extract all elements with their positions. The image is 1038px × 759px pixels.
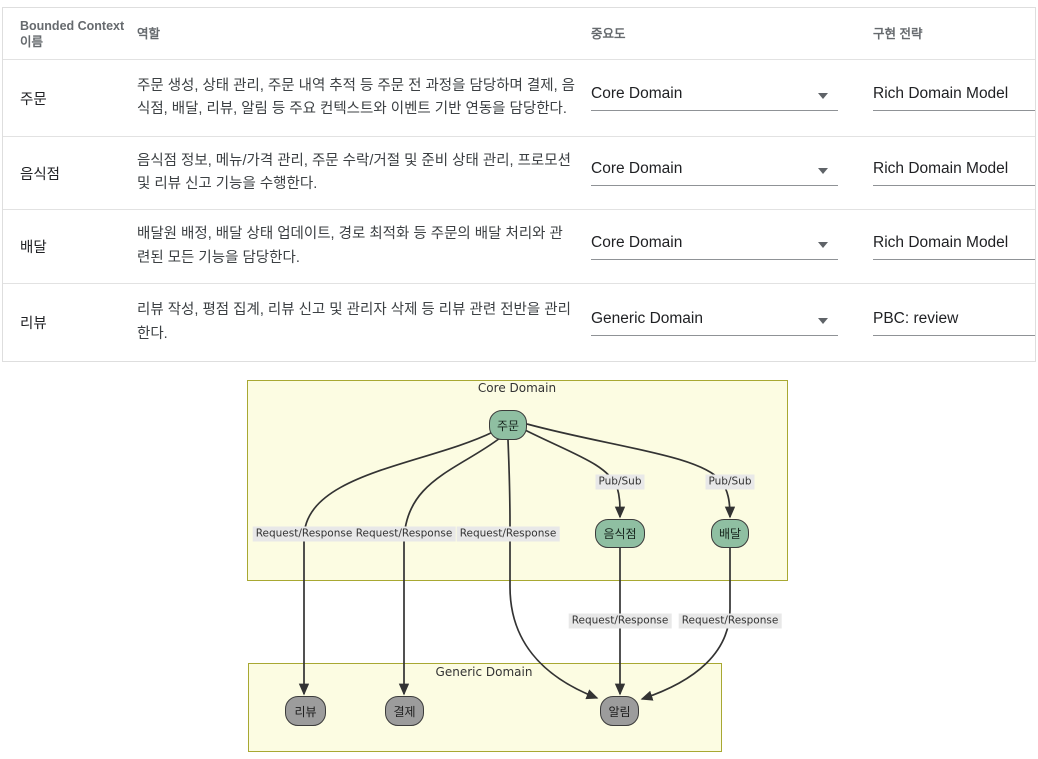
strategy-input[interactable]: Rich Domain Model <box>873 160 1035 186</box>
generic-domain-group <box>248 663 722 752</box>
importance-value: Core Domain <box>591 85 683 102</box>
node-order: 주문 <box>489 410 527 440</box>
edge-label-order-payment: Request/Response <box>352 526 456 542</box>
dropdown-arrow-icon <box>818 317 828 324</box>
edge-order-to-notification <box>507 439 599 700</box>
dropdown-arrow-icon <box>818 241 828 248</box>
edge-order-to-review <box>298 431 494 696</box>
strategy-input[interactable]: PBC: review <box>873 310 1035 336</box>
importance-cell: Generic Domain <box>591 310 873 336</box>
strategy-input[interactable]: Rich Domain Model <box>873 234 1035 260</box>
column-header-name: Bounded Context 이름 <box>20 18 125 49</box>
importance-value: Core Domain <box>591 160 683 177</box>
context-role-cell: 음식점 정보, 메뉴/가격 관리, 주문 수락/거절 및 준비 상태 관리, 프… <box>137 152 571 193</box>
importance-select[interactable]: Core Domain <box>591 160 838 186</box>
context-name-cell: 음식점 <box>20 166 61 183</box>
importance-cell: Core Domain <box>591 160 873 186</box>
importance-value: Core Domain <box>591 233 683 251</box>
edge-order-to-delivery <box>526 423 736 519</box>
generic-domain-label: Generic Domain <box>435 665 533 679</box>
edge-label-order-restaurant: Pub/Sub <box>595 474 645 490</box>
node-payment: 결제 <box>385 696 424 726</box>
strategy-cell: Rich Domain Model <box>873 234 1035 260</box>
importance-cell: Core Domain <box>591 234 873 260</box>
importance-select[interactable]: Core Domain <box>591 85 838 111</box>
context-name-cell: 주문 <box>20 91 47 108</box>
context-role-cell: 리뷰 작성, 평점 집계, 리뷰 신고 및 관리자 삭제 등 리뷰 관련 전반을… <box>137 302 571 342</box>
importance-value: Generic Domain <box>591 309 703 327</box>
node-review: 리뷰 <box>285 696 326 726</box>
bounded-context-table: Bounded Context 이름 역할 중요도 구현 전략 주문 주문 생성… <box>2 7 1036 362</box>
edge-label-order-review: Request/Response <box>252 526 356 542</box>
table-row: 배달 배달원 배정, 배달 상태 업데이트, 경로 최적화 등 주문의 배달 처… <box>3 209 1035 283</box>
edge-order-to-payment <box>398 437 501 696</box>
strategy-input[interactable]: Rich Domain Model <box>873 85 1035 111</box>
context-role-cell: 배달원 배정, 배달 상태 업데이트, 경로 최적화 등 주문의 배달 처리와 … <box>137 226 563 266</box>
table-row: 주문 주문 생성, 상태 관리, 주문 내역 추적 등 주문 전 과정을 담당하… <box>3 59 1035 136</box>
node-notification: 알림 <box>600 696 639 726</box>
node-delivery: 배달 <box>711 519 749 548</box>
table-row: 음식점 음식점 정보, 메뉴/가격 관리, 주문 수락/거절 및 준비 상태 관… <box>3 136 1035 209</box>
importance-select[interactable]: Core Domain <box>591 234 838 260</box>
core-domain-label: Core Domain <box>477 381 557 395</box>
edge-label-delivery-notification: Request/Response <box>678 613 782 629</box>
strategy-cell: PBC: review <box>873 310 1035 336</box>
domain-diagram: Core Domain Generic Domain 주문 음식점 배달 리뷰 … <box>0 375 1038 759</box>
column-header-role: 역할 <box>137 26 161 41</box>
table-header-row: Bounded Context 이름 역할 중요도 구현 전략 <box>3 8 1035 59</box>
context-role-cell: 주문 생성, 상태 관리, 주문 내역 추적 등 주문 전 과정을 담당하며 결… <box>137 77 575 118</box>
edge-label-order-delivery: Pub/Sub <box>705 474 755 490</box>
table-row: 리뷰 리뷰 작성, 평점 집계, 리뷰 신고 및 관리자 삭제 등 리뷰 관련 … <box>3 283 1035 361</box>
dropdown-arrow-icon <box>818 168 828 174</box>
context-name-cell: 배달 <box>20 240 47 256</box>
column-header-importance: 중요도 <box>591 26 626 41</box>
strategy-cell: Rich Domain Model <box>873 160 1035 186</box>
edge-label-order-notification: Request/Response <box>456 526 560 542</box>
importance-select[interactable]: Generic Domain <box>591 310 838 336</box>
node-restaurant: 음식점 <box>595 519 645 548</box>
context-name-cell: 리뷰 <box>20 316 47 332</box>
column-header-strategy: 구현 전략 <box>873 26 923 41</box>
importance-cell: Core Domain <box>591 85 873 111</box>
dropdown-arrow-icon <box>818 93 828 99</box>
edge-label-restaurant-notification: Request/Response <box>568 613 672 629</box>
strategy-cell: Rich Domain Model <box>873 85 1035 111</box>
